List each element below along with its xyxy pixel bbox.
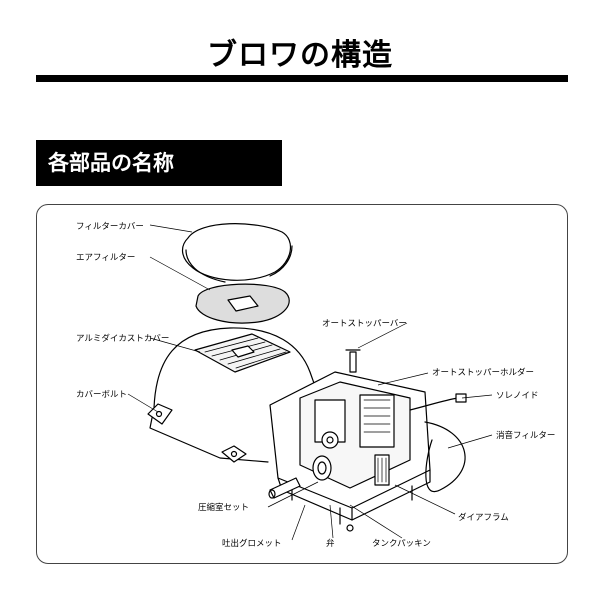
label-valve: 弁 (326, 538, 335, 549)
label-compression-chamber: 圧縮室セット (198, 502, 249, 513)
page-title: ブロワの構造 (207, 38, 393, 73)
filter-cover-part (182, 223, 293, 283)
label-auto-stopper-holder: オートストッパーホルダー (432, 367, 534, 378)
label-solenoid: ソレノイド (496, 391, 539, 401)
label-air-filter: エアフィルター (76, 253, 135, 263)
diagram-frame (36, 204, 568, 564)
base-tank-part (268, 349, 431, 532)
section-header: 各部品の名称 (36, 140, 282, 186)
label-cover-bolt: カバーボルト (76, 390, 127, 400)
label-muffler-filter: 消音フィルター (496, 430, 555, 441)
title-rule (36, 75, 568, 82)
label-diaphragm: ダイアフラム (458, 512, 509, 523)
label-filter-cover: フィルターカバー (76, 222, 144, 232)
label-aluminum-cover: アルミダイカストカバー (76, 333, 169, 344)
label-tank-packing: タンクパッキン (372, 539, 431, 549)
power-cord-part (409, 393, 467, 493)
air-filter-part (195, 283, 290, 324)
label-auto-stopper-bar: オートストッパーバー (322, 319, 407, 329)
label-discharge-grommet: 吐出グロメット (222, 538, 282, 549)
aluminum-cover-part (147, 327, 321, 463)
